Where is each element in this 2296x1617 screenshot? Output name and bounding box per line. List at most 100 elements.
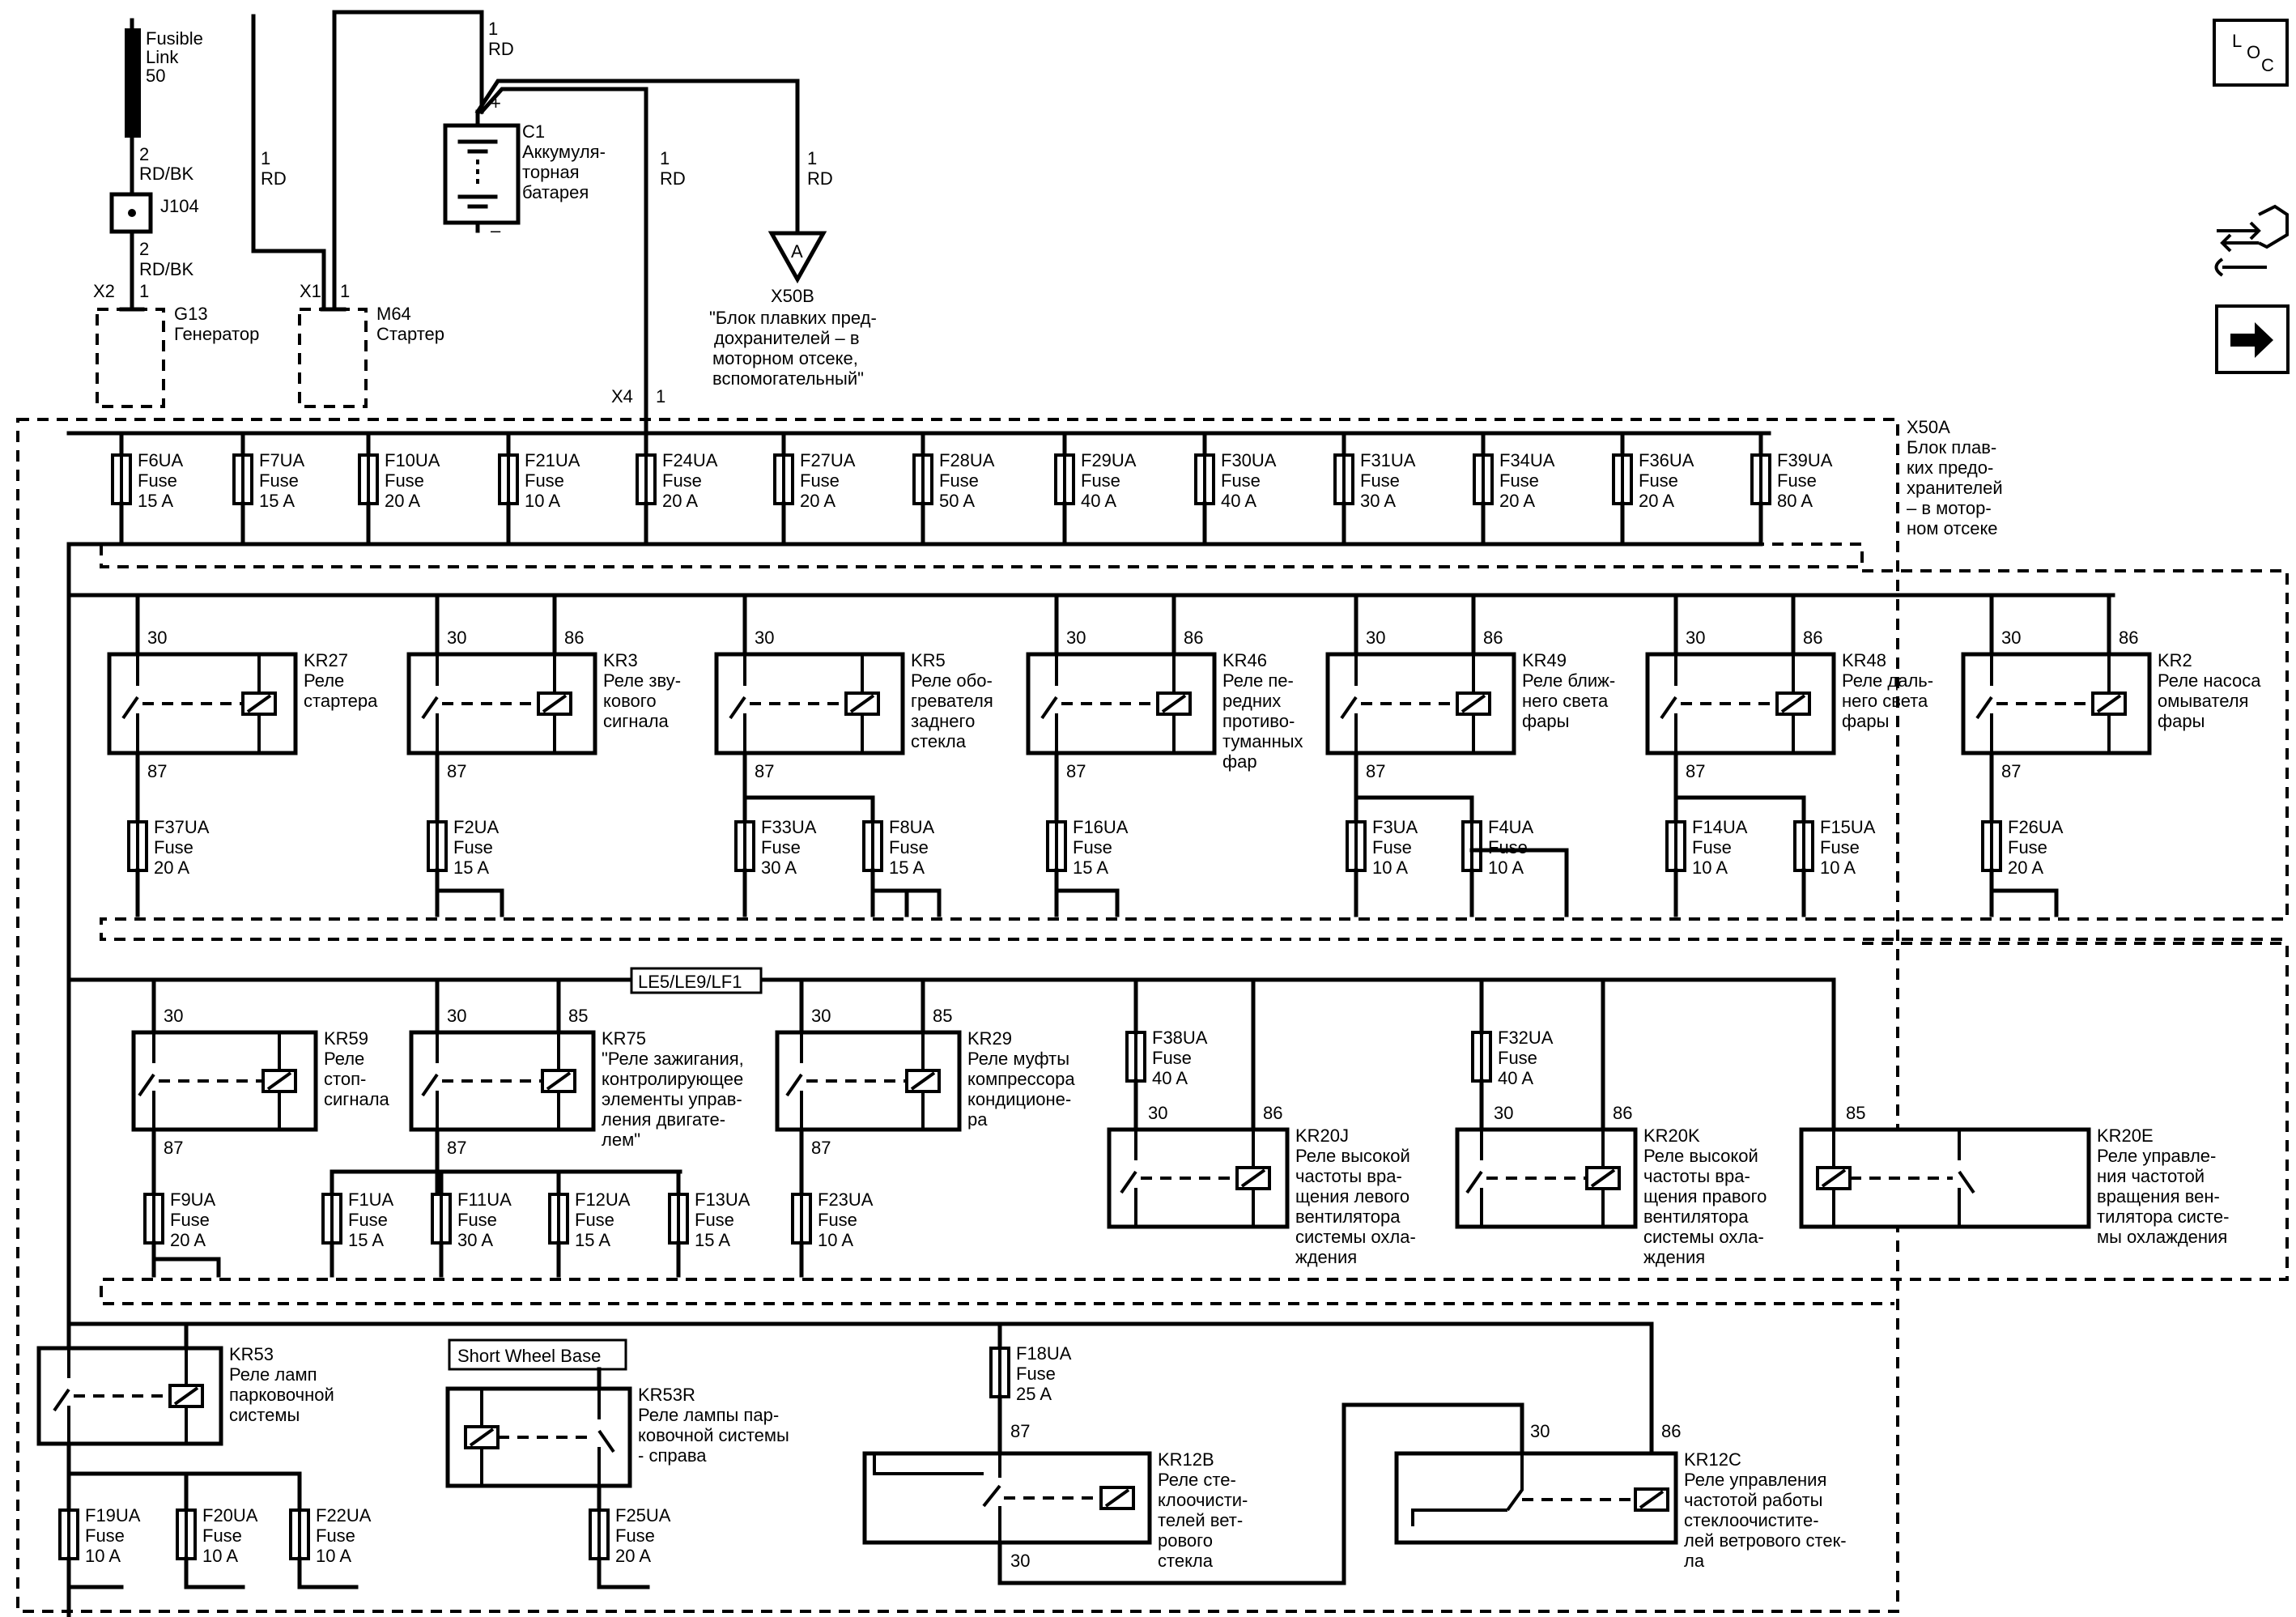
svg-text:15 A: 15 A [575,1230,610,1250]
svg-text:F4UA: F4UA [1488,817,1534,837]
svg-text:30: 30 [2001,628,2021,648]
svg-text:1: 1 [139,281,149,301]
svg-text:87: 87 [164,1138,183,1158]
svg-text:частотой работы: частотой работы [1684,1490,1822,1510]
svg-text:87: 87 [811,1138,831,1158]
svg-text:10 A: 10 A [202,1546,238,1566]
svg-text:KR53: KR53 [229,1344,274,1364]
svg-text:87: 87 [1366,761,1385,781]
svg-text:него света: него света [1842,691,1928,711]
svg-text:KR59: KR59 [324,1028,368,1049]
svg-text:J104: J104 [160,196,199,216]
svg-text:Реле пе-: Реле пе- [1222,670,1294,691]
svg-text:– в мотор-: – в мотор- [1907,498,1992,518]
svg-text:рового: рового [1158,1530,1213,1551]
svg-text:KR2: KR2 [2158,650,2192,670]
svg-text:Fuse: Fuse [1081,470,1120,491]
svg-text:20 A: 20 A [662,491,698,511]
svg-text:Fuse: Fuse [1073,837,1112,857]
svg-text:LE5/LE9/LF1: LE5/LE9/LF1 [638,972,742,992]
svg-text:30: 30 [1686,628,1705,648]
svg-text:20 A: 20 A [800,491,835,511]
svg-text:15 A: 15 A [348,1230,384,1250]
svg-text:лем": лем" [602,1130,640,1150]
svg-text:Реле: Реле [324,1049,364,1069]
svg-text:10 A: 10 A [85,1546,121,1566]
svg-text:Реле даль-: Реле даль- [1842,670,1933,691]
svg-text:ждения: ждения [1643,1247,1705,1267]
svg-text:F11UA: F11UA [457,1189,512,1210]
loc-icon[interactable] [2213,19,2289,87]
svg-text:контролирующее: контролирующее [602,1069,743,1089]
svg-text:10 A: 10 A [316,1546,351,1566]
svg-text:F18UA: F18UA [1016,1343,1072,1364]
svg-text:40 A: 40 A [1498,1068,1533,1088]
svg-text:F29UA: F29UA [1081,450,1137,470]
svg-text:противо-: противо- [1222,711,1295,731]
svg-text:Short Wheel Base: Short Wheel Base [457,1346,601,1366]
g13-generator [96,308,165,408]
svg-text:30 A: 30 A [1360,491,1396,511]
svg-text:моторном отсеке,: моторном отсеке, [712,348,858,368]
svg-text:Fuse: Fuse [1498,1048,1537,1068]
svg-text:85: 85 [1846,1103,1865,1123]
svg-text:Fuse: Fuse [695,1210,734,1230]
svg-text:частоты вра-: частоты вра- [1295,1166,1402,1186]
svg-text:Fuse: Fuse [1016,1364,1056,1384]
svg-text:торная: торная [522,162,580,182]
svg-text:30 A: 30 A [761,857,797,878]
svg-text:X2: X2 [93,281,115,301]
svg-text:редних: редних [1222,691,1281,711]
svg-text:RD: RD [261,168,287,189]
svg-text:G13: G13 [174,304,208,324]
svg-text:30: 30 [811,1006,831,1026]
svg-text:KR12B: KR12B [1158,1449,1214,1470]
svg-text:Fuse: Fuse [138,470,177,491]
svg-text:частоты вра-: частоты вра- [1643,1166,1750,1186]
svg-text:KR12C: KR12C [1684,1449,1741,1470]
svg-text:KR5: KR5 [911,650,946,670]
svg-text:F34UA: F34UA [1499,450,1555,470]
svg-text:87: 87 [447,1138,466,1158]
svg-text:Стартер: Стартер [376,324,444,344]
svg-text:F27UA: F27UA [800,450,856,470]
svg-text:10 A: 10 A [1820,857,1856,878]
svg-text:Fuse: Fuse [662,470,702,491]
svg-text:20 A: 20 A [170,1230,206,1250]
svg-text:RD/BK: RD/BK [139,164,194,184]
svg-text:Fuse: Fuse [1488,837,1528,857]
next-arrow-icon[interactable] [2215,304,2290,374]
svg-text:1: 1 [340,281,350,301]
svg-text:Fuse: Fuse [170,1210,210,1230]
svg-text:A: A [791,241,803,262]
service-hand-icon[interactable] [2214,204,2289,277]
svg-text:Реле ламп: Реле ламп [229,1364,317,1385]
svg-text:20 A: 20 A [1499,491,1535,511]
svg-text:Реле зву-: Реле зву- [603,670,681,691]
svg-text:гревателя: гревателя [911,691,993,711]
svg-text:мы охлаждения: мы охлаждения [2097,1227,2227,1247]
svg-text:"Блок плавких пред-: "Блок плавких пред- [709,308,877,328]
svg-text:фары: фары [2158,711,2205,731]
svg-text:KR29: KR29 [967,1028,1012,1049]
svg-text:15 A: 15 A [138,491,173,511]
svg-text:Fuse: Fuse [575,1210,614,1230]
svg-text:20 A: 20 A [2008,857,2043,878]
